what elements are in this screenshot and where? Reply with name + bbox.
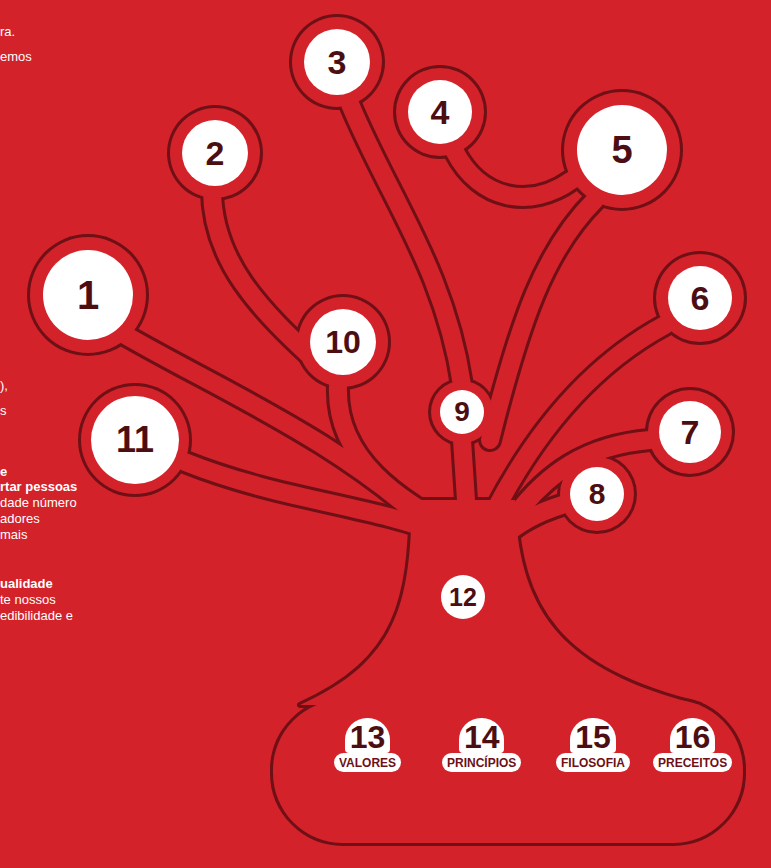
ring — [81, 386, 189, 494]
number-circle: 11 — [91, 396, 179, 484]
callout-number: 12 — [449, 585, 477, 610]
ring — [170, 108, 260, 198]
ring — [298, 297, 388, 387]
callout-number: 16 — [670, 718, 716, 753]
callout-number: 7 — [681, 415, 700, 449]
ring — [289, 14, 385, 110]
ring — [292, 17, 382, 107]
ring — [560, 457, 634, 531]
trunk-fill — [300, 500, 700, 705]
root-label: PRECEITOS — [653, 753, 732, 772]
branch — [455, 152, 572, 197]
callout-number: 13 — [345, 718, 391, 753]
callout-number: 14 — [459, 718, 505, 753]
side-text: adores — [0, 511, 40, 527]
root-tag: 14PRINCÍPIOS — [442, 718, 521, 772]
root-label: FILOSOFIA — [556, 753, 630, 772]
number-circle: 5 — [577, 105, 667, 195]
ring — [30, 237, 146, 353]
callout-number: 5 — [611, 131, 632, 169]
number-circle: 7 — [659, 401, 721, 463]
side-text: emos — [0, 49, 32, 65]
root-band-fill — [273, 700, 743, 843]
branch — [455, 152, 572, 197]
callout-number: 4 — [431, 95, 450, 129]
number-circle: 10 — [310, 309, 376, 375]
side-text: ), — [0, 378, 8, 394]
number-circle: 3 — [304, 29, 370, 95]
root-band-outline — [273, 700, 743, 843]
root-tag: 13VALORES — [334, 718, 401, 772]
root-tag: 15FILOSOFIA — [556, 718, 630, 772]
callout-number: 3 — [328, 45, 347, 79]
ring-outlines — [27, 14, 747, 534]
number-circle: 8 — [570, 467, 624, 521]
ring — [396, 68, 484, 156]
ring — [645, 387, 735, 477]
callout-number: 1 — [77, 275, 99, 315]
number-circle: 2 — [182, 120, 248, 186]
side-text: s — [0, 403, 7, 419]
number-circle: 1 — [43, 250, 133, 340]
side-text: rtar pessoas — [0, 479, 77, 495]
side-text: dade número — [0, 495, 77, 511]
ring — [656, 254, 744, 342]
side-text: mais — [0, 527, 27, 543]
ring-fills — [30, 17, 744, 531]
number-circle: 9 — [440, 390, 484, 434]
ring — [431, 381, 493, 443]
root-tag: 16PRECEITOS — [653, 718, 732, 772]
callout-number: 9 — [454, 398, 470, 426]
root-label: VALORES — [334, 753, 401, 772]
ring — [78, 383, 192, 497]
side-text: e — [0, 464, 7, 480]
root-label: PRINCÍPIOS — [442, 753, 521, 772]
side-text: ualidade — [0, 576, 53, 592]
callout-number: 15 — [570, 718, 616, 753]
ring — [167, 105, 263, 201]
ring — [564, 92, 680, 208]
trunk-outline — [300, 500, 700, 705]
ring — [295, 294, 391, 390]
side-text: ra. — [0, 24, 15, 40]
number-circle: 12 — [441, 575, 485, 619]
callout-number: 6 — [691, 281, 710, 315]
number-circle: 6 — [668, 266, 732, 330]
number-circle: 4 — [408, 80, 472, 144]
callout-number: 10 — [325, 326, 361, 358]
branch — [490, 325, 665, 520]
side-text: edibilidade e — [0, 608, 73, 624]
ring — [648, 390, 732, 474]
callout-number: 11 — [116, 422, 154, 458]
branch — [490, 200, 595, 440]
ring — [561, 89, 683, 211]
callout-number: 2 — [206, 136, 225, 170]
callout-number: 8 — [589, 479, 606, 509]
side-text: te nossos — [0, 592, 56, 608]
ring — [393, 65, 487, 159]
